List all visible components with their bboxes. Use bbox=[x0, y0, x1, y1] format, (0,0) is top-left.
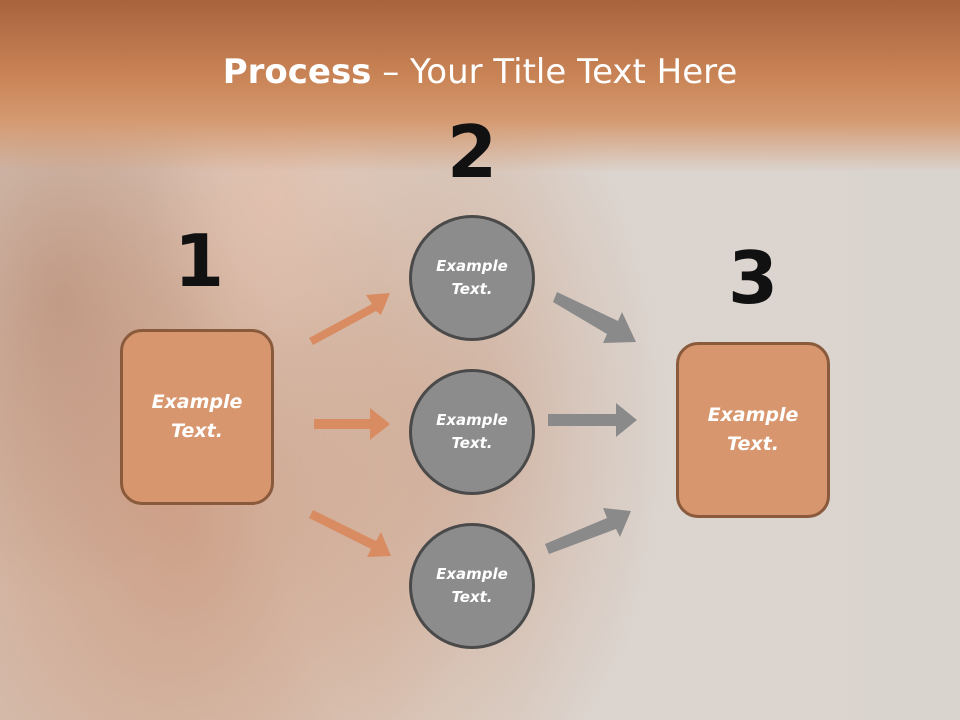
arrow-circle-1-to-right bbox=[553, 292, 636, 343]
step-1-box-label: Example Text. bbox=[151, 391, 243, 442]
step-1-box: Example Text. bbox=[120, 329, 274, 505]
title-band bbox=[0, 0, 960, 172]
title-bold: Process bbox=[222, 52, 372, 92]
arrow-circle-3-to-right bbox=[545, 508, 631, 554]
arrow-left-to-circle-1 bbox=[309, 293, 390, 345]
step-3-box-label: Example Text. bbox=[707, 404, 799, 455]
step-2-circle-1: Example Text. bbox=[409, 215, 535, 341]
arrow-left-to-circle-3 bbox=[309, 510, 391, 557]
circle-3-label: Example Text. bbox=[436, 565, 508, 606]
title-rest: – Your Title Text Here bbox=[371, 52, 738, 92]
step-number-2: 2 bbox=[446, 110, 498, 194]
circle-1-label: Example Text. bbox=[436, 257, 508, 298]
slide-title: Process – Your Title Text Here bbox=[0, 52, 960, 92]
step-3-box: Example Text. bbox=[676, 342, 830, 518]
circle-2-label: Example Text. bbox=[436, 411, 508, 452]
step-2-circle-2: Example Text. bbox=[409, 369, 535, 495]
step-number-1: 1 bbox=[173, 219, 225, 303]
step-2-circle-3: Example Text. bbox=[409, 523, 535, 649]
arrow-circle-2-to-right bbox=[548, 403, 637, 437]
step-number-3: 3 bbox=[727, 236, 779, 320]
arrow-left-to-circle-2 bbox=[314, 408, 390, 440]
